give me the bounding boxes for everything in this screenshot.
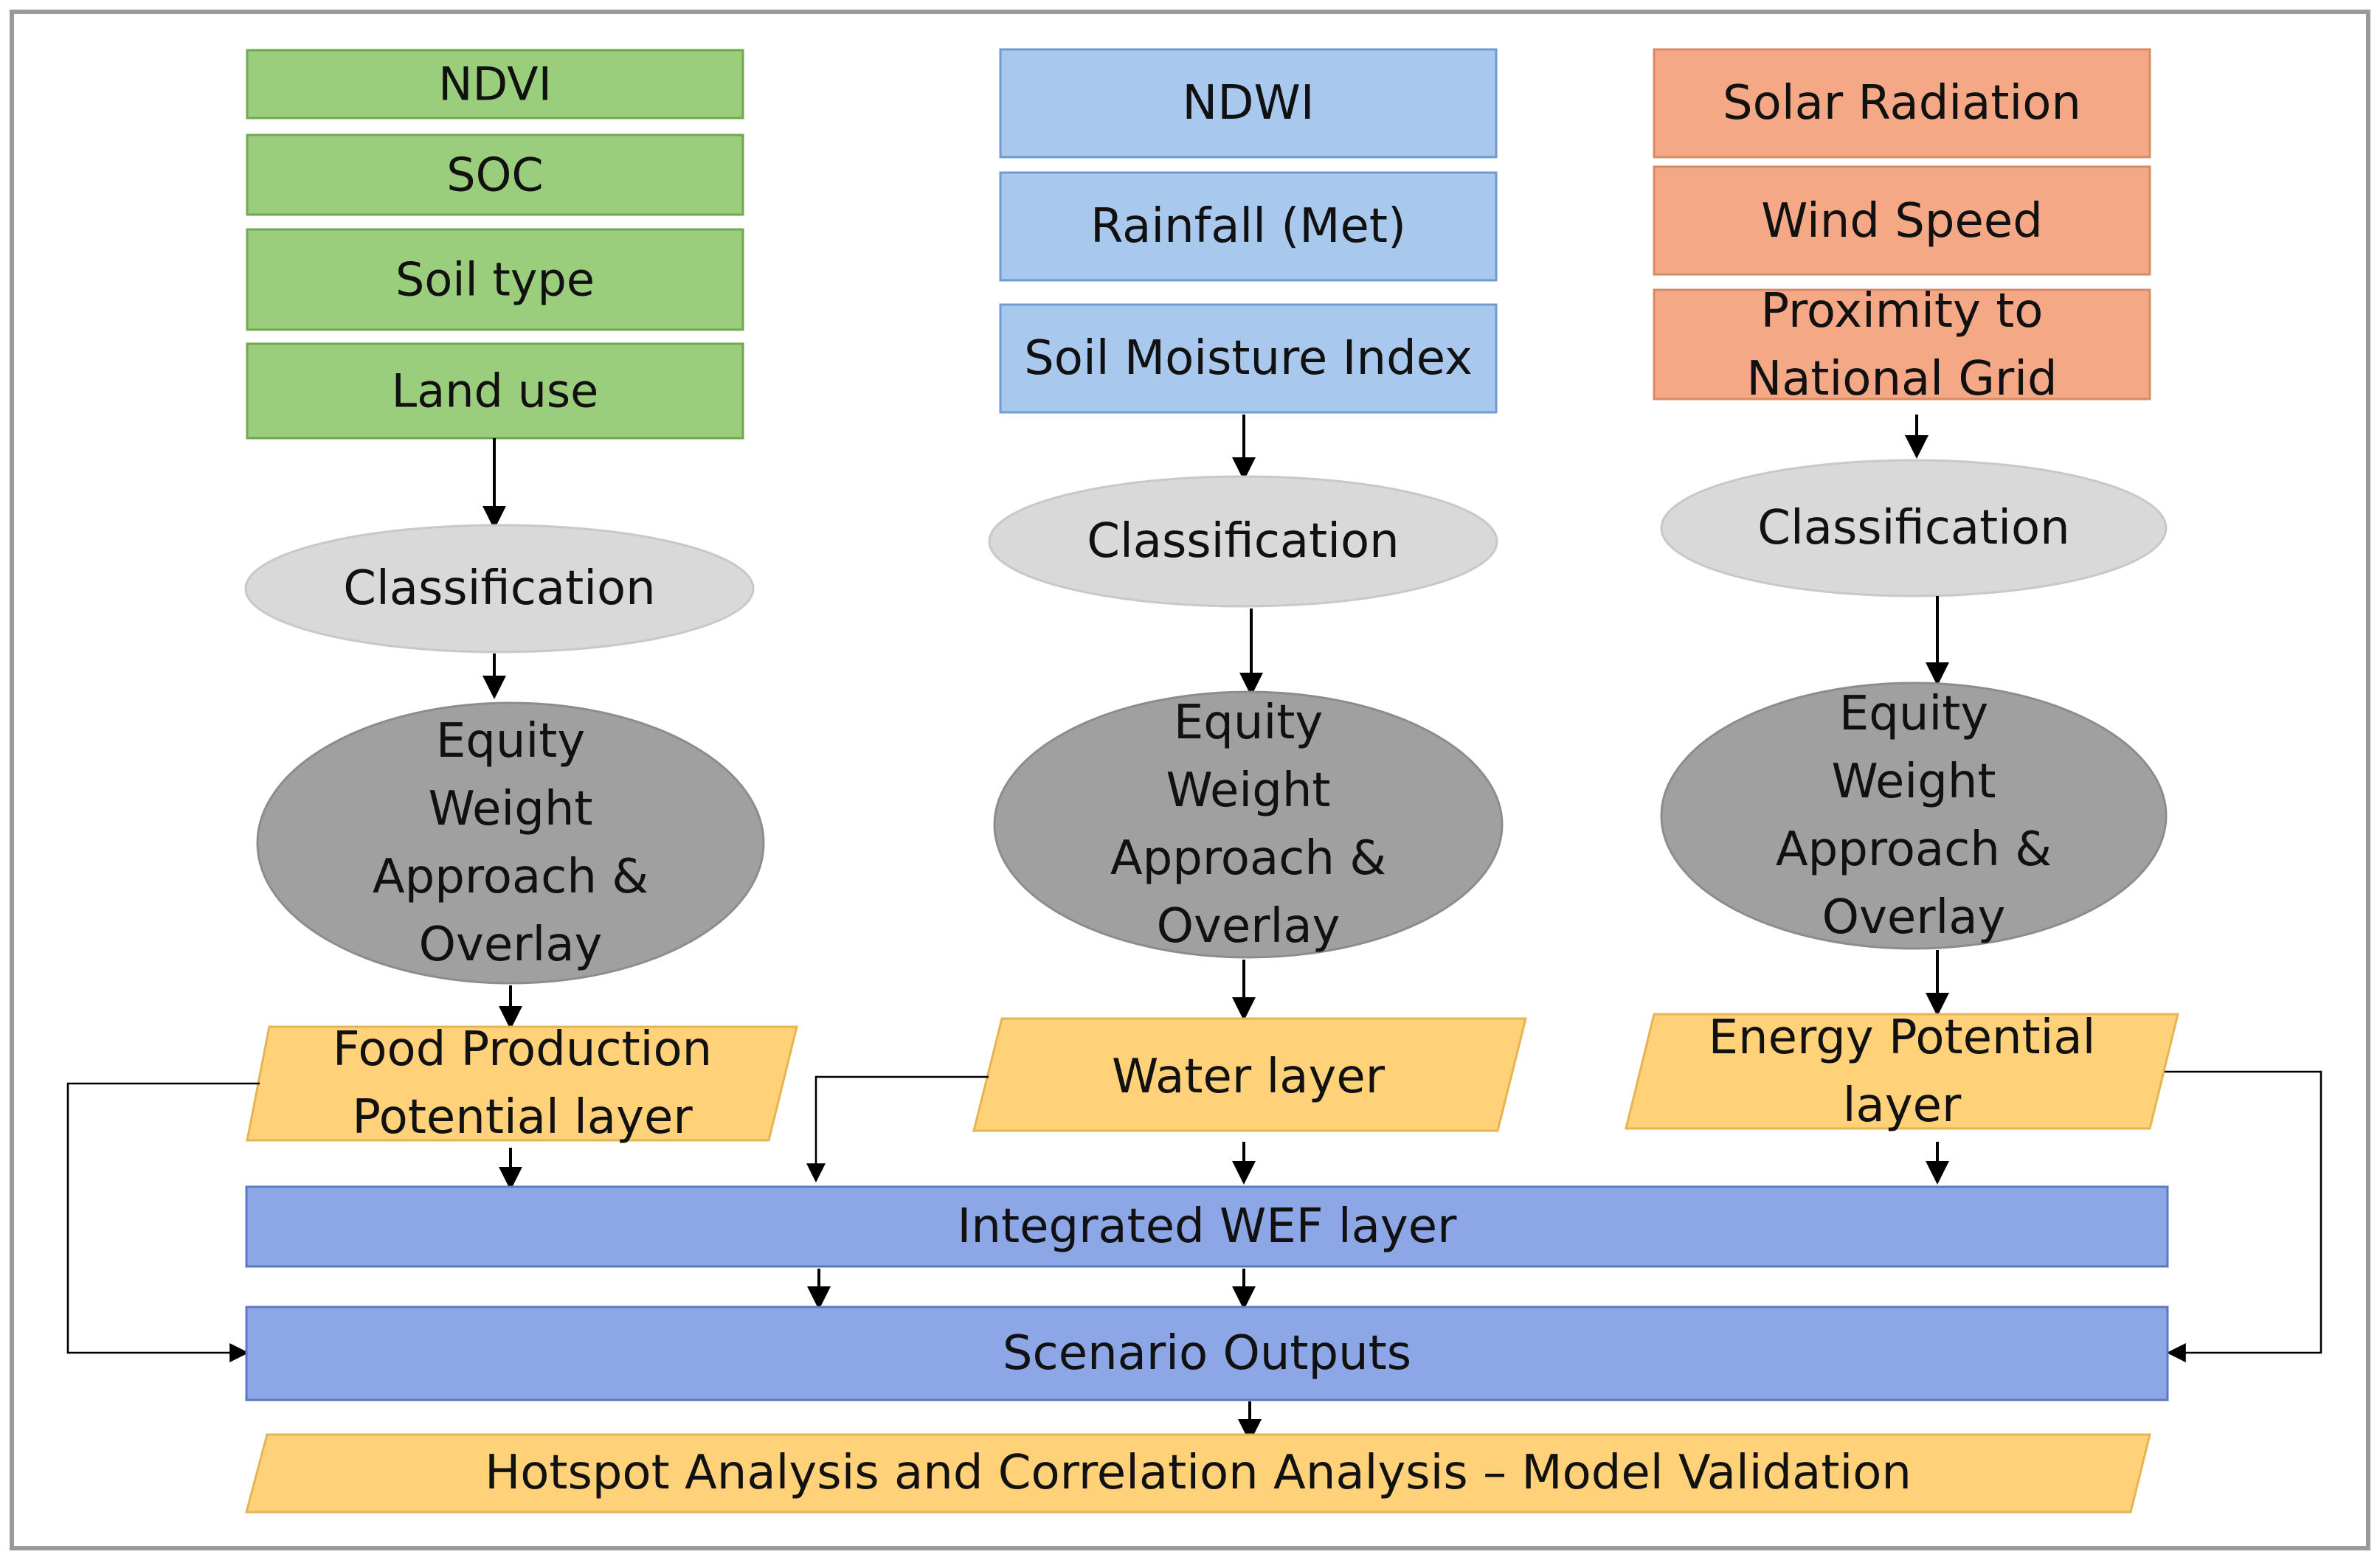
text-line: layer bbox=[1843, 1078, 1962, 1133]
water-layer-label: Water layer bbox=[1112, 1050, 1386, 1104]
food-classification-node bbox=[244, 524, 755, 654]
text-line: Approach & bbox=[1776, 822, 2052, 877]
food-input-box bbox=[246, 134, 744, 216]
food-column: NDVI SOC Soil type Land use Classificati… bbox=[244, 49, 798, 1190]
food-to-scenario-connector bbox=[66, 1082, 260, 1362]
model-validation-label: Hotspot Analysis and Correlation Analysi… bbox=[485, 1446, 1912, 1500]
energy-input-box bbox=[1653, 288, 2151, 401]
integrated-wef-label: Integrated WEF layer bbox=[958, 1199, 1458, 1254]
water-equity-node bbox=[993, 690, 1504, 959]
text-line: Equity bbox=[1839, 687, 1988, 741]
text-line: Weight bbox=[429, 782, 593, 836]
water-input-box bbox=[999, 303, 1498, 414]
water-to-integrated-connector bbox=[806, 1075, 989, 1183]
scenario-outputs-label: Scenario Outputs bbox=[1003, 1326, 1411, 1381]
food-input-label: SOC bbox=[446, 148, 543, 202]
text-line: Approach & bbox=[1110, 831, 1386, 886]
scenario-outputs bbox=[245, 1306, 2169, 1401]
text-line: Potential layer bbox=[352, 1090, 693, 1145]
text-line: Proximity to bbox=[1761, 284, 2044, 339]
energy-column: Solar Radiation Wind Speed Proximity to N… bbox=[1625, 48, 2179, 1185]
text-line: Equity bbox=[436, 714, 585, 769]
energy-to-scenario-connector bbox=[2165, 1070, 2322, 1362]
food-input-box bbox=[246, 49, 744, 119]
energy-classification-label: Classification bbox=[1757, 501, 2069, 555]
text-line: Overlay bbox=[1822, 890, 2006, 945]
water-input-label: Rainfall (Met) bbox=[1090, 199, 1406, 254]
text-line: Approach & bbox=[373, 850, 648, 904]
energy-layer-label: Energy Potential layer bbox=[1709, 1010, 2096, 1133]
water-input-box bbox=[999, 171, 1498, 282]
text-line: Weight bbox=[1832, 755, 1996, 809]
text-line: National Grid bbox=[1746, 352, 2057, 406]
text-line: Energy Potential bbox=[1709, 1010, 2096, 1065]
water-layer-node bbox=[972, 1017, 1527, 1132]
food-input-label: NDVI bbox=[438, 58, 552, 111]
food-equity-node bbox=[256, 701, 765, 985]
energy-equity-node bbox=[1660, 682, 2168, 950]
food-input-label: Soil type bbox=[395, 253, 595, 307]
water-input-label: NDWI bbox=[1182, 76, 1314, 131]
energy-input-label: Wind Speed bbox=[1761, 194, 2043, 249]
energy-input-label: Solar Radiation bbox=[1723, 76, 2081, 131]
integrated-wef-layer bbox=[245, 1185, 2169, 1268]
model-validation-node bbox=[245, 1433, 2151, 1514]
water-input-label: Soil Moisture Index bbox=[1024, 331, 1473, 386]
text-line: Equity bbox=[1174, 696, 1323, 750]
energy-input-label: Proximity to National Grid bbox=[1746, 284, 2057, 406]
food-layer-node bbox=[246, 1025, 798, 1142]
water-classification-node bbox=[988, 475, 1498, 608]
energy-classification-node bbox=[1660, 459, 2168, 597]
water-column: NDWI Rainfall (Met) Soil Moisture Index … bbox=[972, 48, 1527, 1185]
text-line: Weight bbox=[1166, 763, 1331, 818]
water-input-box bbox=[999, 48, 1498, 159]
energy-input-box bbox=[1653, 165, 2151, 276]
text-line: Overlay bbox=[1157, 899, 1341, 954]
food-input-label: Land use bbox=[392, 364, 599, 418]
food-classification-label: Classification bbox=[343, 561, 655, 616]
food-input-box bbox=[246, 228, 744, 331]
energy-layer-node bbox=[1625, 1013, 2179, 1130]
energy-input-box bbox=[1653, 48, 2151, 159]
text-line: Overlay bbox=[419, 918, 603, 972]
water-classification-label: Classification bbox=[1087, 514, 1399, 569]
text-line: Food Production bbox=[333, 1022, 712, 1077]
